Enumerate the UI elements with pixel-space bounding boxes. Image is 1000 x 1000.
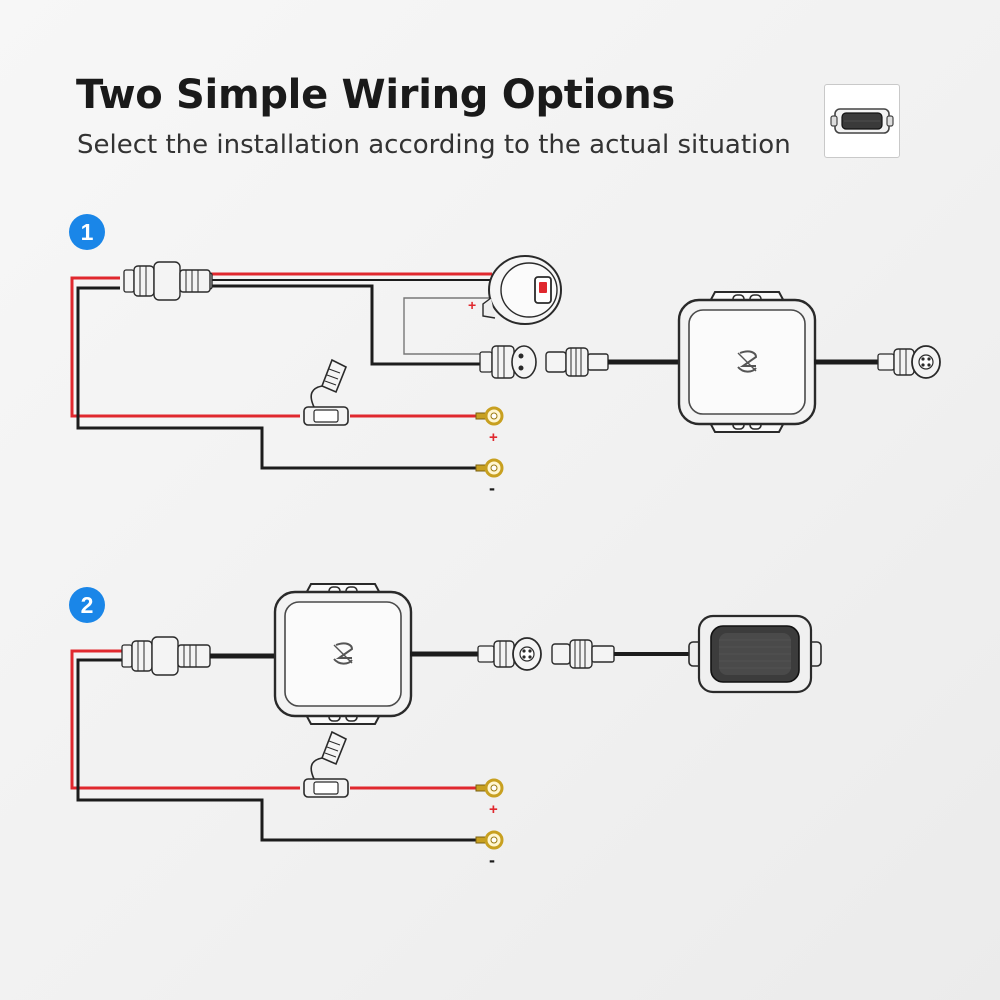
option-2-positive-wire [70,649,300,790]
option-2-output-connector-icon [477,637,542,671]
page-subtitle: Select the installation according to the… [77,130,791,160]
option-1-badge: 1 [69,214,105,250]
controller-input-plug-icon [545,347,609,377]
negative-terminal-icon [474,458,504,478]
rock-light-thumbnail[interactable] [824,84,900,158]
switch-connector-icon [479,345,537,379]
positive-terminal-icon [474,406,504,426]
option-2-negative-wire [76,658,480,842]
option-2-wiring: + - [70,582,822,870]
option-1-wiring: + [70,255,941,498]
negative-terminal-label: - [489,850,495,870]
rock-light-icon[interactable] [688,614,822,694]
option-2-harness-connector-icon [121,636,211,676]
negative-terminal-label: - [489,478,495,498]
positive-terminal-label: + [489,429,498,446]
controller-box-icon[interactable] [677,290,817,434]
switch-positive-label: + [468,297,476,313]
option-2-badge: 2 [69,587,105,623]
option-1-negative-wire [76,286,480,470]
light-input-plug-icon [551,639,615,669]
option-1-positive-wire [70,276,300,418]
fuse-holder-icon [303,359,349,426]
page-title: Two Simple Wiring Options [76,72,675,118]
positive-terminal-label: + [489,801,498,818]
rock-light-icon [830,108,894,134]
controller-output-connector-icon [877,345,941,379]
rocker-switch-icon[interactable] [482,255,562,325]
fuse-holder-icon [303,731,349,798]
positive-terminal-icon [474,778,504,798]
controller-box-icon[interactable] [273,582,413,726]
negative-terminal-icon [474,830,504,850]
